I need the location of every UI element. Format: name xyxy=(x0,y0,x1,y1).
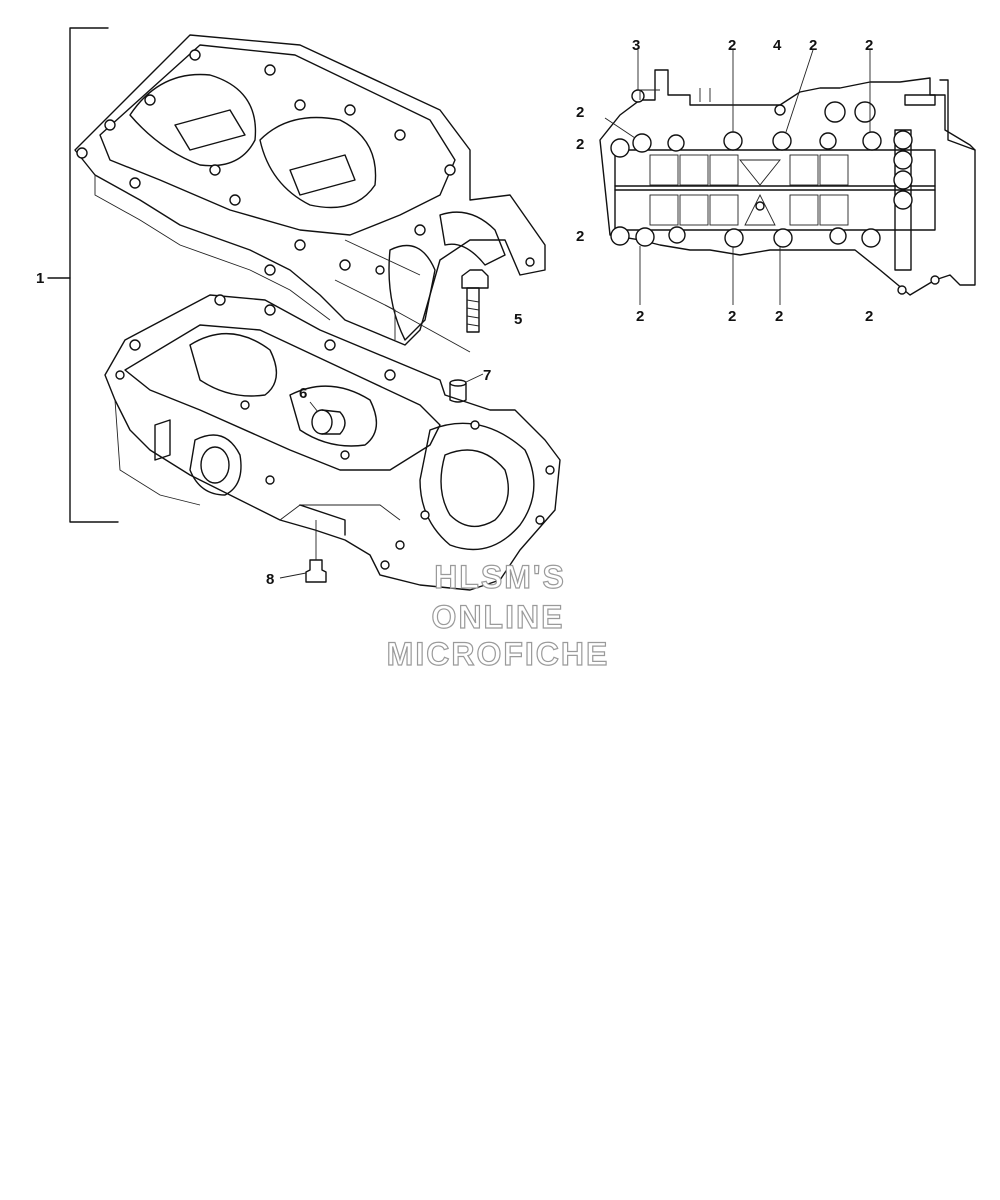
bolt-pattern-detail xyxy=(599,69,976,296)
lower-crankcase-half xyxy=(104,294,561,591)
callout-2: 2 xyxy=(636,308,644,325)
callout-3: 3 xyxy=(632,37,640,54)
dowel-pin-part-7 xyxy=(449,379,467,403)
watermark-line-1: HLSM'S xyxy=(434,559,566,595)
callout-5: 5 xyxy=(514,311,522,328)
watermark-line-2: ONLINE xyxy=(432,599,565,635)
callout-1: 1 xyxy=(36,270,44,287)
watermark-line-3: MICROFICHE xyxy=(387,636,610,672)
assembly-bracket xyxy=(47,27,119,523)
callout-2: 2 xyxy=(809,37,817,54)
callout-2: 2 xyxy=(576,104,584,121)
callout-6: 6 xyxy=(299,385,307,402)
upper-crankcase-half xyxy=(74,34,546,346)
callout-labels: 1 5 6 7 8 3 2 4 2 2 2 2 2 2 2 2 2 xyxy=(36,37,873,588)
callout-2: 2 xyxy=(865,37,873,54)
callout-7: 7 xyxy=(483,367,491,384)
stud-part-8 xyxy=(305,520,327,583)
callout-2: 2 xyxy=(775,308,783,325)
detail-leader-lines xyxy=(279,49,871,579)
callout-2: 2 xyxy=(728,308,736,325)
callout-4: 4 xyxy=(773,37,782,54)
callout-2: 2 xyxy=(865,308,873,325)
watermark: HLSM'S ONLINE MICROFICHE xyxy=(386,558,610,672)
callout-2: 2 xyxy=(576,136,584,153)
bolt-part-5 xyxy=(384,269,489,353)
callout-8: 8 xyxy=(266,571,274,588)
callout-2: 2 xyxy=(728,37,736,54)
callout-2: 2 xyxy=(576,228,584,245)
bushing-part-6 xyxy=(311,409,346,435)
